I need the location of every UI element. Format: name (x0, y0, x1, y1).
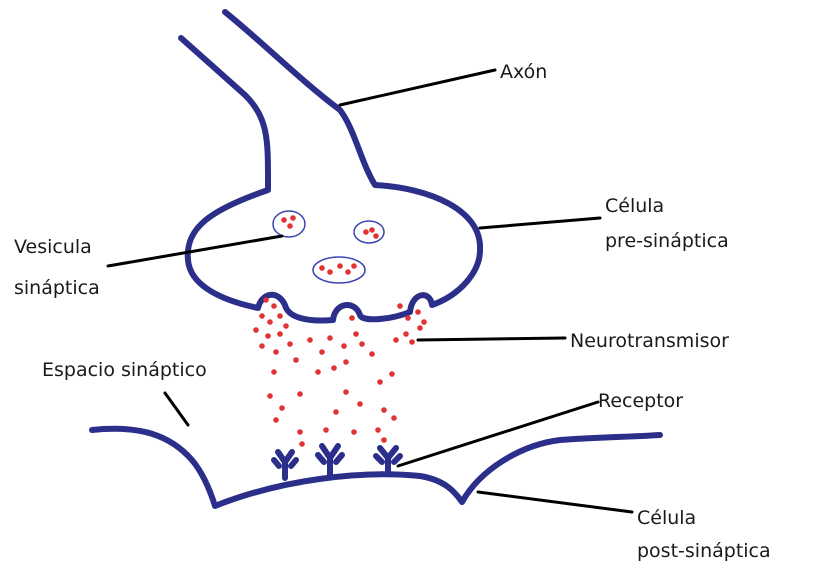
neurotransmitter-dot (381, 437, 387, 443)
label-synaptic-space: Espacio sináptico (42, 359, 207, 381)
neurotransmitter-dot (345, 269, 351, 275)
leader-lines (108, 70, 632, 512)
postsynaptic-leader (478, 492, 632, 512)
neurotransmitter-dot (337, 263, 343, 269)
receptor-3 (376, 448, 400, 474)
neurotransmitter-dot (351, 429, 357, 435)
neurotransmitter-dot (327, 335, 333, 341)
neurotransmitter-dot (363, 229, 369, 235)
neurotransmitter-dot (375, 427, 381, 433)
label-presynaptic-line2: pre-sináptica (605, 230, 729, 252)
label-vesicle-line1: Vesicula (14, 236, 92, 258)
neurotransmitter-dot (290, 215, 296, 221)
postsynaptic-outline (92, 429, 660, 506)
neurotransmitter-dot (253, 327, 259, 333)
neurotransmitter-dot (405, 315, 411, 321)
neurotransmitter-dot (277, 313, 283, 319)
neurotransmitter-dot (349, 315, 355, 321)
neurotransmitter-dot (271, 303, 277, 309)
neurotransmitter-dot (417, 325, 423, 331)
neurotransmitter-dot (265, 333, 271, 339)
neurotransmitter-dot (327, 269, 333, 275)
neurotransmitter-dot (277, 331, 283, 337)
neurotransmitter-dot (273, 417, 279, 423)
neurotransmitter-dot (315, 369, 321, 375)
neurotransmitter-dot (273, 349, 279, 355)
neurotransmitter-dot (297, 429, 303, 435)
label-presynaptic-line1: Célula (605, 195, 664, 217)
neurotransmitter-dot (369, 351, 375, 357)
neurotransmitter-dot (267, 319, 273, 325)
neurotransmitter-dot (369, 227, 375, 233)
neurotransmitter-dot (287, 341, 293, 347)
neurotransmitter-dot (343, 359, 349, 365)
neurotransmitter-dot (267, 393, 273, 399)
neurotransmitter-dot (297, 391, 303, 397)
receptor-leader (398, 402, 598, 466)
neurotransmitter-dot (377, 379, 383, 385)
neurotransmitter-dot (319, 265, 325, 271)
neurotransmitter-dot (357, 401, 363, 407)
neurotransmitter-dot (279, 405, 285, 411)
label-postsynaptic-line2: post-sináptica (637, 540, 771, 562)
neurotransmitter-dot (259, 343, 265, 349)
neurotransmitter-dot (389, 371, 395, 377)
label-receptor: Receptor (598, 390, 683, 412)
neurotransmitter-dot (293, 357, 299, 363)
neurotransmitter-leader (418, 338, 565, 340)
neurotransmitter-dot (319, 349, 325, 355)
neurotransmitter-dot (409, 339, 415, 345)
neurotransmitter-dot (299, 441, 305, 447)
axon-leader (340, 70, 495, 105)
neurotransmitter-dot (353, 331, 359, 337)
vesicle-leader (108, 236, 282, 266)
neurotransmitter-dot (359, 341, 365, 347)
neurotransmitter-dot (381, 407, 387, 413)
neurotransmitter-dot (259, 313, 265, 319)
receptor-1 (274, 452, 296, 478)
neurotransmitter-dot (333, 409, 339, 415)
neurotransmitter-dot (343, 389, 349, 395)
neurotransmitter-dots (253, 215, 427, 447)
neurotransmitter-dot (263, 297, 269, 303)
label-axon: Axón (500, 61, 547, 83)
neurotransmitter-dot (271, 369, 277, 375)
vesicle-2 (354, 221, 384, 243)
postsynaptic-membrane (92, 429, 660, 506)
neurotransmitter-dot (287, 223, 293, 229)
neurotransmitter-dot (283, 323, 289, 329)
label-postsynaptic-line1: Célula (637, 507, 696, 529)
neurotransmitter-dot (341, 343, 347, 349)
neurotransmitter-dot (403, 331, 409, 337)
neurotransmitter-dot (415, 309, 421, 315)
synaptic-space-leader (165, 393, 188, 425)
neurotransmitter-dot (373, 233, 379, 239)
neurotransmitter-dot (307, 337, 313, 343)
neurotransmitter-dot (393, 337, 399, 343)
neurotransmitter-dot (331, 365, 337, 371)
neurotransmitter-dot (397, 303, 403, 309)
label-neurotransmitter: Neurotransmisor (570, 330, 729, 352)
neurotransmitter-dot (391, 415, 397, 421)
neurotransmitter-dot (421, 319, 427, 325)
receptor-2 (318, 446, 342, 476)
label-vesicle-line2: sináptica (14, 277, 100, 299)
labels: Axón Célula pre-sináptica Vesicula sináp… (14, 61, 771, 562)
neurotransmitter-dot (351, 263, 357, 269)
presynaptic-leader (480, 218, 600, 228)
neurotransmitter-dot (323, 427, 329, 433)
neurotransmitter-dot (281, 217, 287, 223)
